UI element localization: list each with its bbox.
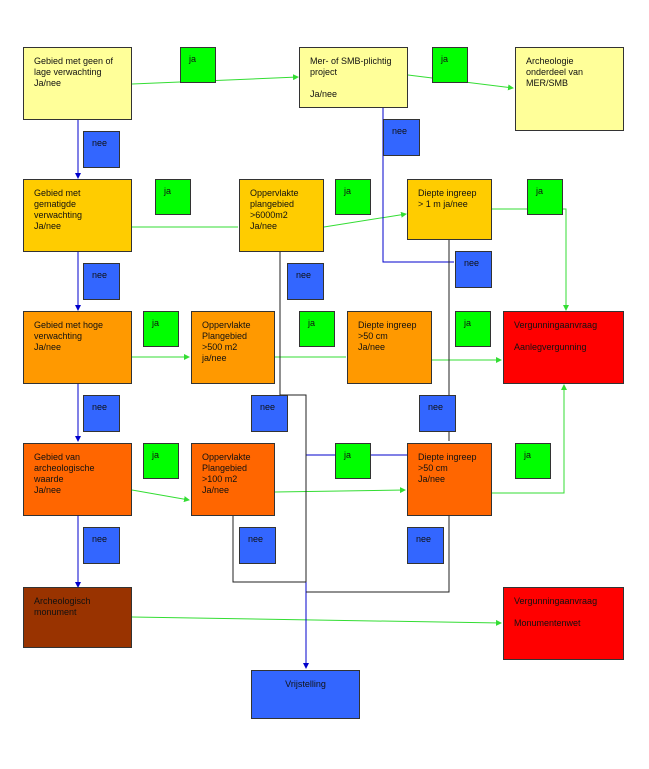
line-ja-10 [274, 487, 406, 494]
tag-ja-1: ja [180, 47, 216, 83]
line-ja-5 [492, 208, 569, 311]
line-ja-9 [131, 489, 190, 503]
tag-nee-10: nee [239, 527, 276, 564]
line-ja-12 [131, 616, 502, 626]
tag-nee-4: nee [287, 263, 324, 300]
tag-ja-2: ja [432, 47, 468, 83]
tag-ja-7: ja [299, 311, 335, 347]
node-gematigde: Gebied met gematigde verwachting Ja/nee [23, 179, 132, 252]
node-opp-100: Oppervlakte Plangebied >100 m2 Ja/nee [191, 443, 275, 516]
node-diepte-1m: Diepte ingreep > 1 m ja/nee [407, 179, 492, 240]
tag-nee-6: nee [83, 395, 120, 432]
tag-ja-5: ja [527, 179, 563, 215]
tag-ja-3: ja [155, 179, 191, 215]
tag-nee-5: nee [455, 251, 492, 288]
node-opp-500: Oppervlakte Plangebied >500 m2 ja/nee [191, 311, 275, 384]
node-diepte-50-b: Diepte ingreep >50 cm Ja/nee [407, 443, 492, 516]
tag-ja-4: ja [335, 179, 371, 215]
node-monument: Archeologisch monument [23, 587, 132, 648]
line-nee-11 [306, 516, 450, 593]
tag-nee-7: nee [251, 395, 288, 432]
tag-nee-8: nee [419, 395, 456, 432]
node-opp-6000: Oppervlakte plangebied >6000m2 Ja/nee [239, 179, 324, 252]
line-ja-4 [323, 211, 407, 228]
tag-nee-1: nee [83, 131, 120, 168]
node-archeologische-waarde: Gebied van archeologische waarde Ja/nee [23, 443, 132, 516]
tag-ja-11: ja [515, 443, 551, 479]
node-vrijstelling: Vrijstelling [251, 670, 360, 719]
tag-nee-11: nee [407, 527, 444, 564]
tag-nee-9: nee [83, 527, 120, 564]
line-nee-10 [232, 516, 306, 583]
node-mer-smb: Mer- of SMB-plichtig project Ja/nee [299, 47, 408, 108]
node-hoge: Gebied met hoge verwachting Ja/nee [23, 311, 132, 384]
tag-ja-10: ja [335, 443, 371, 479]
tag-ja-9: ja [143, 443, 179, 479]
node-diepte-50-a: Diepte ingreep >50 cm Ja/nee [347, 311, 432, 384]
tag-nee-3: nee [83, 263, 120, 300]
line-ja-11 [492, 384, 567, 494]
line-nee-5 [382, 108, 454, 263]
node-vergunning-aanleg: Vergunningaanvraag Aanlegvergunning [503, 311, 624, 384]
tag-nee-2: nee [383, 119, 420, 156]
line-nee-8 [279, 252, 307, 582]
node-vergunning-monument: Vergunningaanvraag Monumentenwet [503, 587, 624, 660]
node-geen-verwachting: Gebied met geen of lage verwachting Ja/n… [23, 47, 132, 120]
tag-ja-8: ja [455, 311, 491, 347]
node-archeologie-mer: Archeologie onderdeel van MER/SMB [515, 47, 624, 131]
tag-ja-6: ja [143, 311, 179, 347]
